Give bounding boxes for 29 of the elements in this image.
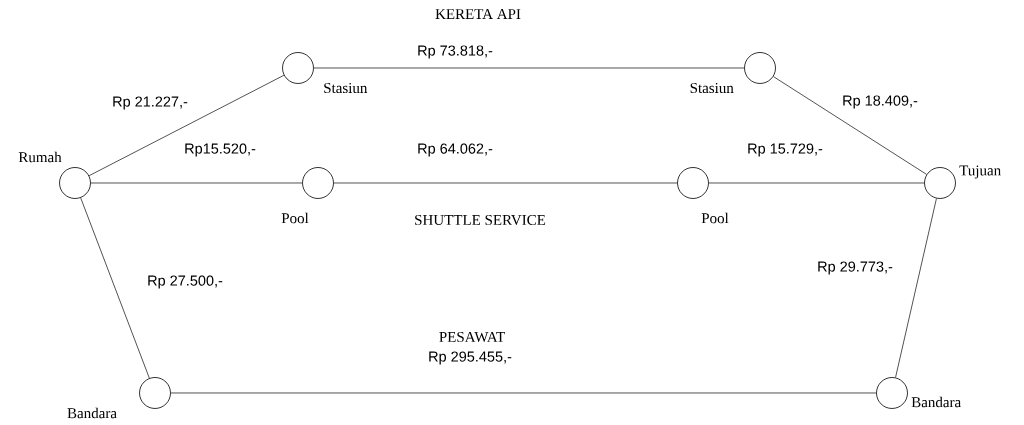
- connector-line: [313, 67, 745, 69]
- connector-line: [170, 392, 877, 394]
- connector-line: [333, 182, 678, 184]
- edge-label: Rp 15.729,-: [748, 143, 823, 157]
- route-title: KERETA API: [435, 9, 521, 19]
- connector-line: [90, 182, 303, 184]
- node-label: Pool: [281, 212, 309, 224]
- edge-label: Rp 27.500,-: [148, 275, 223, 289]
- edge-label: Rp 18.409,-: [843, 95, 918, 109]
- node-label: Pool: [701, 212, 729, 224]
- edge-label: Rp 21.227,-: [113, 96, 188, 110]
- edge-label: Rp15.520,-: [185, 143, 256, 157]
- edge-label: Rp 29.773,-: [818, 261, 893, 275]
- connector-line: [772, 76, 928, 175]
- connector-line: [80, 197, 150, 379]
- edge-label: Rp 73.818,-: [418, 45, 493, 59]
- connector-line: [708, 182, 925, 184]
- edge-label: Rp 295.455,-: [429, 351, 512, 365]
- connector-line: [895, 198, 937, 378]
- node-label: Bandara: [911, 396, 961, 408]
- connector-line: [88, 74, 285, 177]
- node-label: Stasiun: [690, 82, 734, 93]
- node-label: Tujuan: [959, 165, 1001, 179]
- node-label: Rumah: [18, 151, 62, 163]
- route-title: SHUTTLE SERVICE: [415, 214, 546, 226]
- route-title: PESAWAT: [439, 331, 505, 343]
- node-label: Stasiun: [324, 82, 368, 93]
- edge-label: Rp 64.062,-: [418, 143, 493, 157]
- node-label: Bandara: [67, 407, 117, 419]
